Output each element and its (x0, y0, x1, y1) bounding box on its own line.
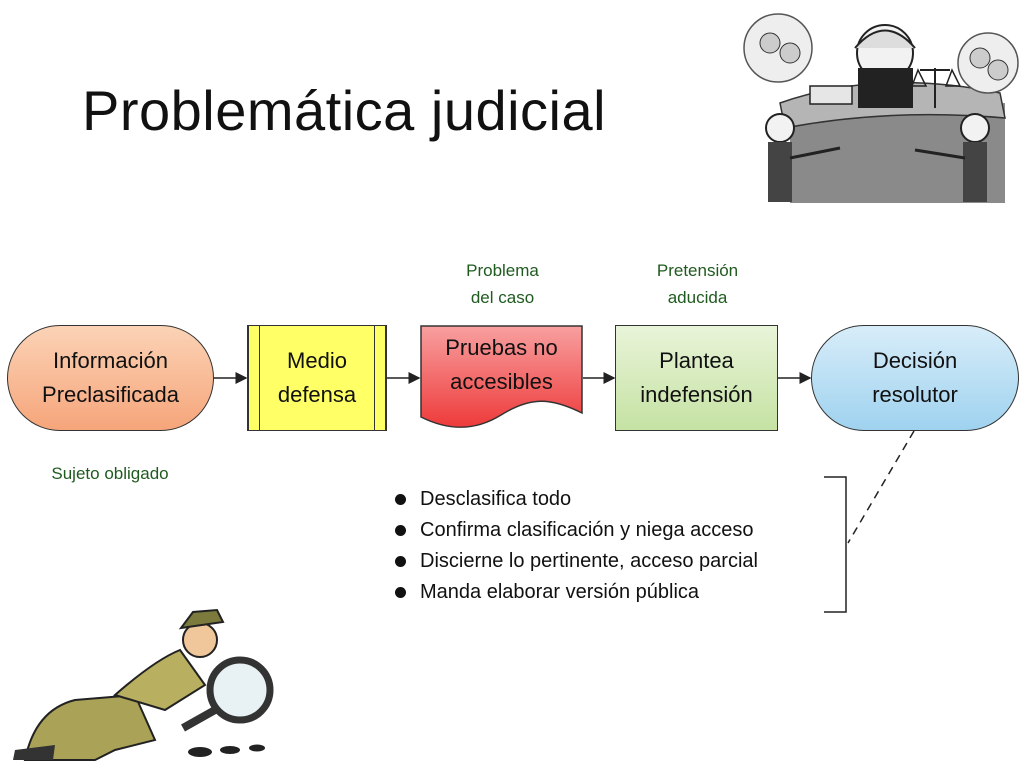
bullet-icon (395, 556, 406, 567)
bullet-icon (395, 525, 406, 536)
bracket (824, 476, 847, 613)
bullet-icon (395, 494, 406, 505)
problema-note: Problema del caso (466, 261, 539, 307)
bullet-icon (395, 587, 406, 598)
outcome-item: Confirma clasificación y niega acceso (395, 515, 758, 546)
dashed-link (847, 430, 915, 544)
outcome-item: Discierne lo pertinente, acceso parcial (395, 546, 758, 577)
outcome-list: Desclasifica todo Confirma clasificación… (395, 484, 758, 608)
outcome-item: Manda elaborar versión pública (395, 577, 758, 608)
detective-illustration (13, 608, 274, 761)
sujeto-note: Sujeto obligado (51, 464, 169, 483)
pretension-note: Pretensión aducida (656, 261, 739, 307)
outcome-item: Desclasifica todo (395, 484, 758, 515)
courtroom-illustration (743, 13, 1019, 203)
page-title: Problemática judicial (82, 79, 607, 142)
pruebas-document-shape (420, 325, 583, 428)
